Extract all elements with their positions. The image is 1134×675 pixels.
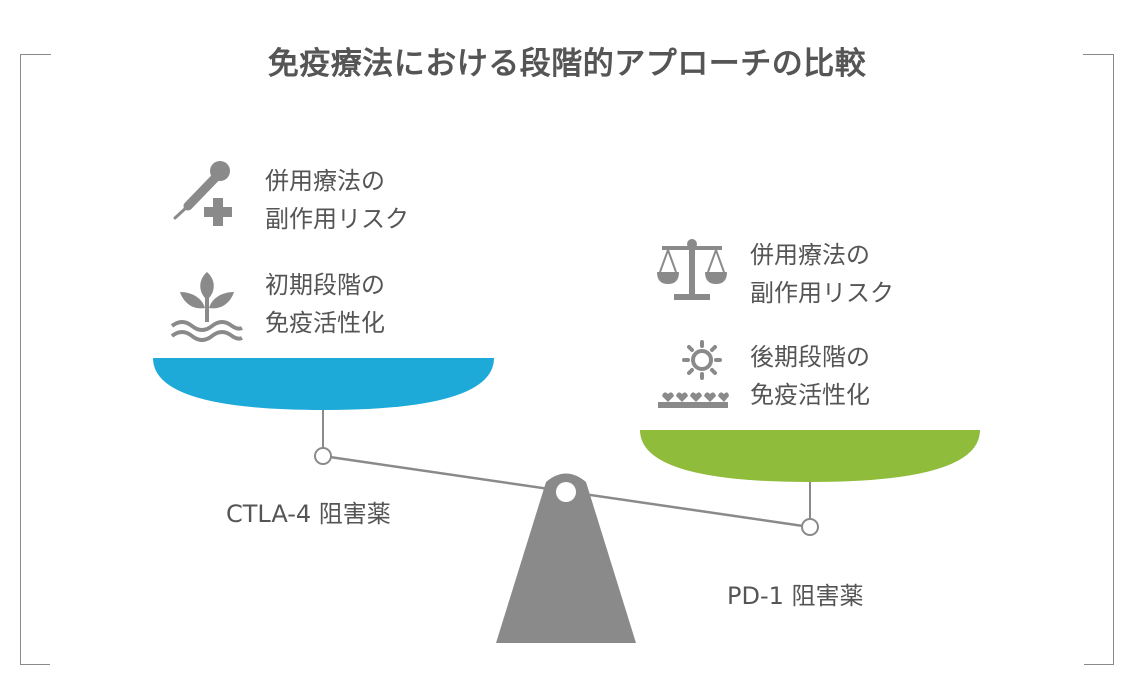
- frame-right-edge: [1113, 54, 1114, 665]
- frame-corner-bottom-right: [1084, 664, 1114, 665]
- right-item-2-label: 後期段階の 免疫活性化: [750, 338, 870, 414]
- left-pan: [153, 358, 494, 410]
- left-item-1-line1: 併用療法の: [265, 167, 385, 195]
- right-item-2-line2: 免疫活性化: [750, 381, 870, 409]
- right-pan-caption: PD-1 阻害薬: [727, 582, 864, 610]
- page-title: 免疫療法における段階的アプローチの比較: [267, 46, 867, 82]
- sprout-icon: [168, 262, 246, 346]
- scale-fulcrum: [496, 473, 636, 643]
- frame-left-edge: [20, 54, 21, 665]
- right-pan: [640, 430, 980, 482]
- left-item-2-line2: 免疫活性化: [265, 309, 385, 337]
- right-pan-pivot: [801, 518, 819, 536]
- right-item-1-label: 併用療法の 副作用リスク: [750, 236, 894, 312]
- right-item-1-line1: 併用療法の: [750, 241, 870, 269]
- left-pan-caption: CTLA-4 阻害薬: [226, 500, 391, 528]
- left-item-1-line2: 副作用リスク: [265, 205, 409, 233]
- left-item-2-label: 初期段階の 免疫活性化: [265, 266, 385, 342]
- syringe-plus-icon: [170, 158, 242, 232]
- balance-scale-icon: [654, 236, 730, 308]
- left-item-1-label: 併用療法の 副作用リスク: [265, 162, 409, 238]
- left-pan-pivot: [314, 447, 332, 465]
- right-item-2-line1: 後期段階の: [750, 343, 870, 371]
- frame-corner-bottom-left: [20, 664, 50, 665]
- sun-field-icon: [654, 338, 730, 418]
- right-item-1-line2: 副作用リスク: [750, 279, 894, 307]
- left-item-2-line1: 初期段階の: [265, 271, 385, 299]
- fulcrum-pivot: [556, 482, 576, 502]
